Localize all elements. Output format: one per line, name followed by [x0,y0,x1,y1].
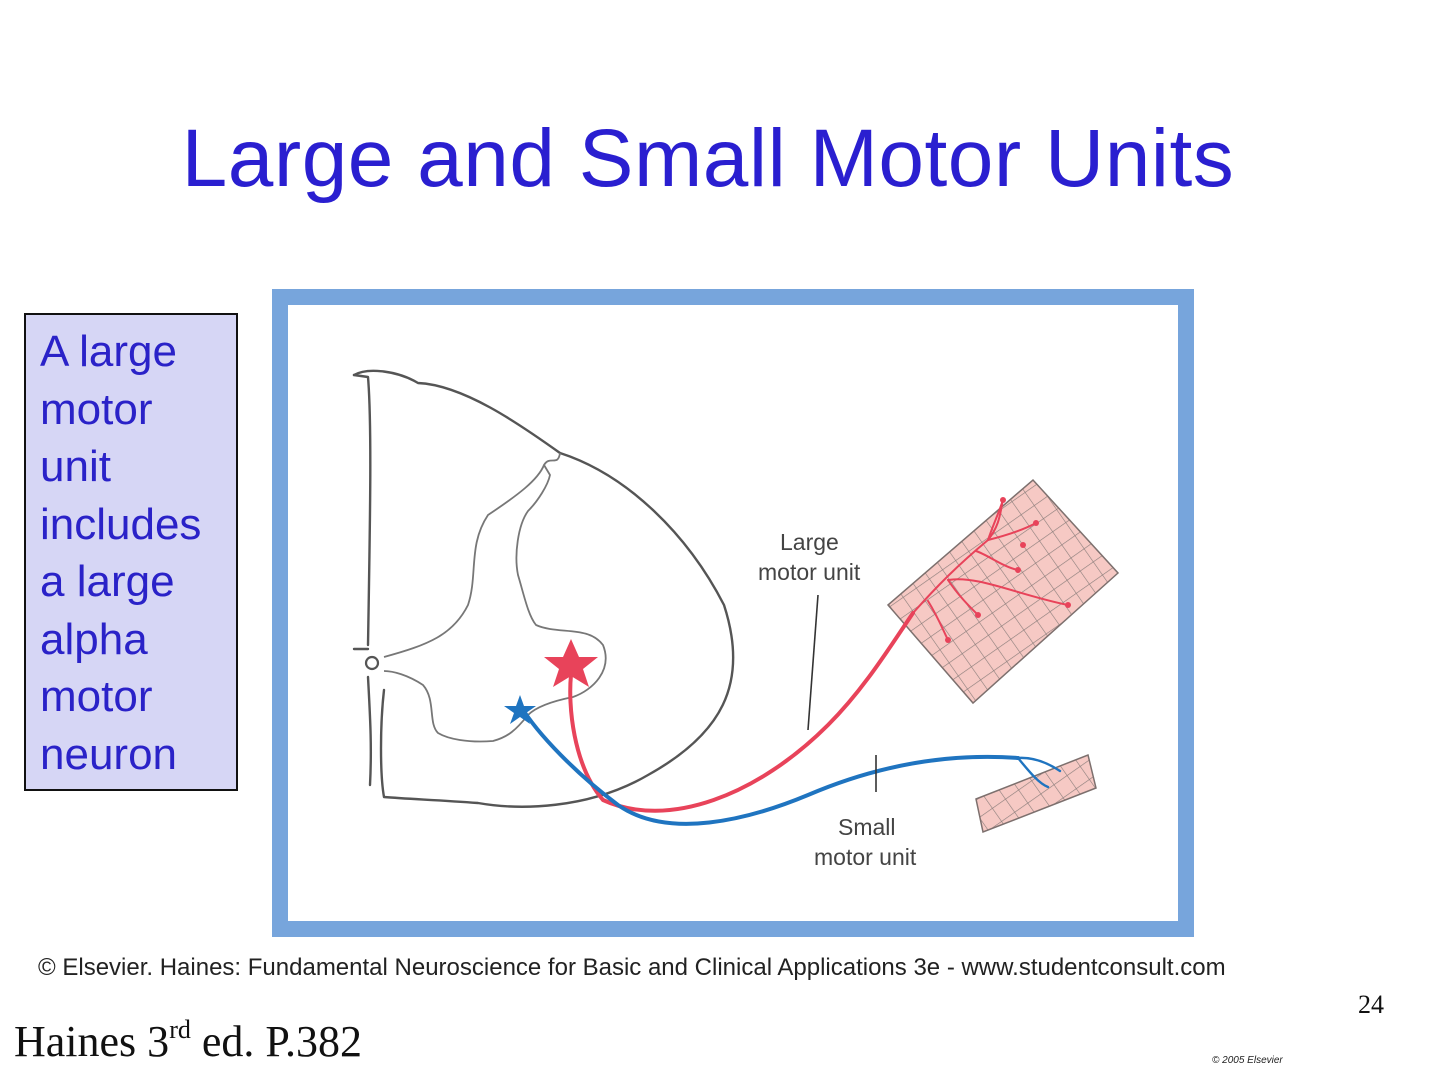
large-unit-endplates [945,497,1071,643]
textbook-reference: Haines 3rd ed. P.382 [14,1015,362,1067]
reference-superscript: rd [169,1015,191,1044]
large-unit-label-line2: motor unit [758,559,861,585]
reference-prefix: Haines 3 [14,1017,170,1066]
slide-title: Large and Small Motor Units [181,113,1235,204]
small-motor-unit-label: Small motor unit [814,814,917,870]
figure-credit: © Elsevier. Haines: Fundamental Neurosci… [38,954,1226,981]
side-note-line: alpha [40,614,148,664]
spinal-cord-outline [352,369,735,808]
large-unit-label-line1: Large [780,529,839,555]
side-note-line: includes [40,499,202,549]
label-leader-lines [807,594,877,792]
side-note-line: neuron [40,729,178,779]
side-note-line: motor [40,384,153,434]
large-muscle-block [886,478,1120,705]
small-unit-label-line1: Small [838,814,896,840]
small-motor-unit-axon [518,703,1020,826]
reference-suffix: ed. P.382 [190,1017,362,1066]
large-motor-unit-label: Large motor unit [758,529,861,585]
copyright-stamp: © 2005 Elsevier [1212,1055,1283,1066]
large-motor-unit-axon [568,611,915,813]
alpha-motor-neuron-large [544,639,598,687]
large-unit-nerve-endings [912,499,1069,641]
motor-unit-diagram: Large motor unit Small motor unit [352,369,1120,870]
side-note-line: motor [40,672,153,721]
side-note-line: A large [40,327,177,376]
small-unit-label-line2: motor unit [814,844,917,870]
alpha-motor-neuron-small [504,695,536,724]
figure-frame: Large motor unit Small motor unit [272,289,1194,937]
side-note-box: A large motor unit includes a large alph… [24,313,238,791]
slide-number: 24 [1358,990,1384,1019]
grey-matter-outline [383,452,607,743]
side-note-line: a large [40,557,175,606]
side-note-line: unit [40,442,111,491]
central-canal [364,655,380,671]
small-muscle-block [975,753,1097,834]
small-unit-nerve-endings [1016,756,1062,789]
